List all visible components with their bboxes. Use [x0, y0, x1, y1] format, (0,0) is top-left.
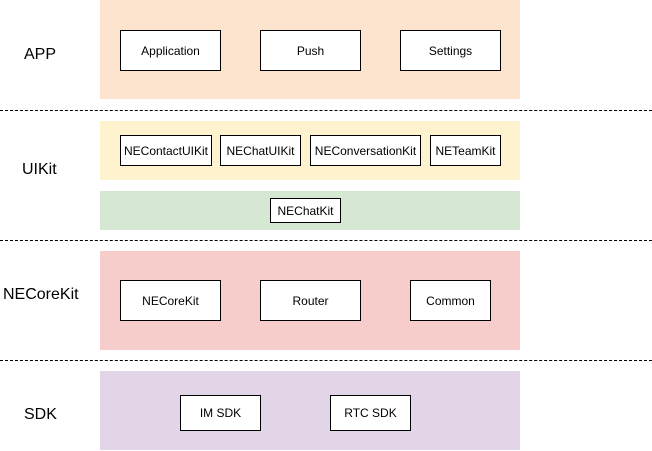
layer-label-app: APP — [24, 46, 57, 63]
module-application: Application — [120, 30, 221, 71]
module-neteamkit: NETeamKit — [430, 135, 501, 166]
module-router: Router — [260, 280, 361, 321]
layer-label-sdk: SDK — [24, 406, 57, 423]
layer-divider-1 — [0, 110, 652, 111]
module-necontactuikit: NEContactUIKit — [120, 135, 212, 166]
layer-label-necorekit: NECoreKit — [3, 286, 79, 303]
module-neconversationkit: NEConversationKit — [310, 135, 421, 166]
sdk-layer-band — [100, 371, 520, 450]
layer-label-uikit: UIKit — [22, 161, 57, 178]
module-common: Common — [410, 280, 491, 321]
module-im-sdk: IM SDK — [180, 395, 261, 431]
module-nechatuikit: NEChatUIKit — [220, 135, 301, 166]
module-necorekit: NECoreKit — [120, 280, 221, 321]
module-nechatkit: NEChatKit — [270, 198, 341, 223]
layer-divider-3 — [0, 360, 652, 361]
module-settings: Settings — [400, 30, 501, 71]
layer-divider-2 — [0, 240, 652, 241]
module-rtc-sdk: RTC SDK — [330, 395, 411, 431]
module-push: Push — [260, 30, 361, 71]
